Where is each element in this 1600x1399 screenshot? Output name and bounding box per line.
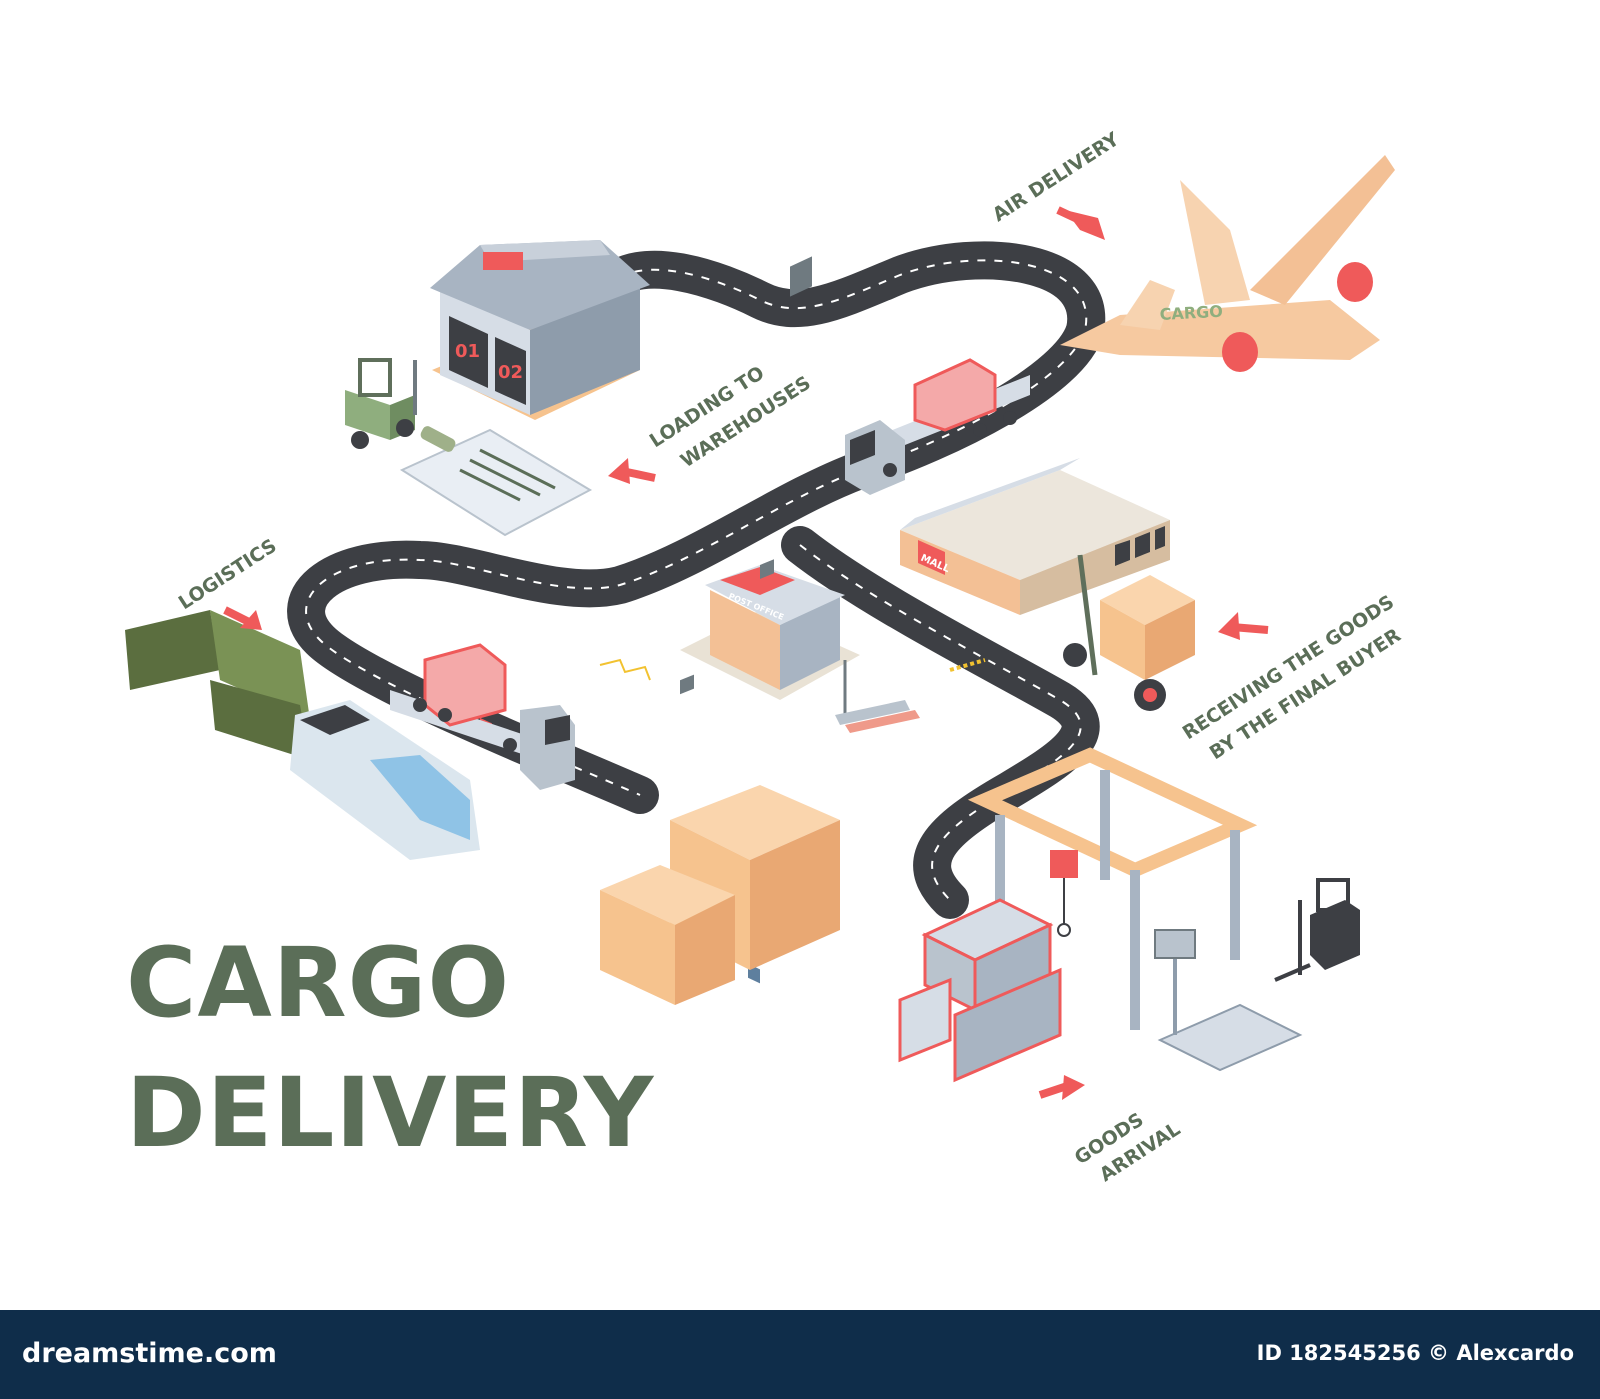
step-goods-arrival: GOODS ARRIVAL: [1038, 1075, 1184, 1186]
arrow-shaft: [1038, 1081, 1072, 1099]
mall: MALL: [900, 458, 1170, 615]
step-loading-to-warehouses: LOADING TO WAREHOUSES: [608, 362, 815, 484]
page-title-line2: DELIVERY: [126, 1057, 655, 1169]
arrow-icon: [608, 458, 630, 484]
footer-bar: dreamstime.com ID 182545256 © Alexcardo: [0, 1310, 1600, 1399]
step-air-delivery: AIR DELIVERY: [989, 128, 1124, 240]
cargo-airplane: CARGO: [1060, 155, 1395, 372]
step-receiving-goods: RECEIVING THE GOODS BY THE FINAL BUYER: [1179, 591, 1405, 764]
arrow-icon: [1218, 612, 1240, 640]
cardboard-boxes: [600, 559, 840, 1005]
loading-dock-door-1: 01: [449, 316, 488, 388]
arrow-shaft: [223, 606, 257, 629]
pallet-jack: [835, 660, 920, 733]
platform-scale: [1154, 929, 1303, 1072]
logistics-label: LOGISTICS: [175, 535, 281, 614]
footer-credit: ID 182545256 © Alexcardo: [1256, 1341, 1574, 1365]
footer-site-link[interactable]: dreamstime.com: [22, 1338, 277, 1369]
truck-middle: [390, 643, 575, 790]
arrow-icon: [1062, 1075, 1085, 1100]
plane-cargo-label: CARGO: [1159, 302, 1223, 324]
hand-truck-box: [1063, 554, 1195, 711]
arrow-shaft: [1056, 206, 1092, 229]
infographic-canvas: 01 02: [125, 128, 1405, 1186]
page-title-line1: CARGO: [126, 927, 511, 1039]
arrow-shaft: [1231, 623, 1269, 634]
warehouse: 01 02: [430, 240, 650, 420]
road: [287, 241, 1106, 919]
post-office: POST OFFICE: [680, 256, 860, 984]
air-delivery-label: AIR DELIVERY: [989, 128, 1124, 226]
train: [125, 610, 480, 860]
gantry-crane: [967, 747, 1258, 1030]
truck-top: [845, 358, 1030, 495]
forklift-green: [345, 358, 417, 449]
shipping-containers: [898, 898, 1062, 1083]
forklift-grey: [1274, 878, 1360, 982]
dock-2-number: 02: [498, 362, 523, 383]
clipboard-checklist: [399, 426, 593, 734]
loading-dock-door-2: 02: [495, 337, 526, 405]
arrow-shaft: [621, 467, 656, 482]
dock-1-number: 01: [455, 341, 480, 362]
